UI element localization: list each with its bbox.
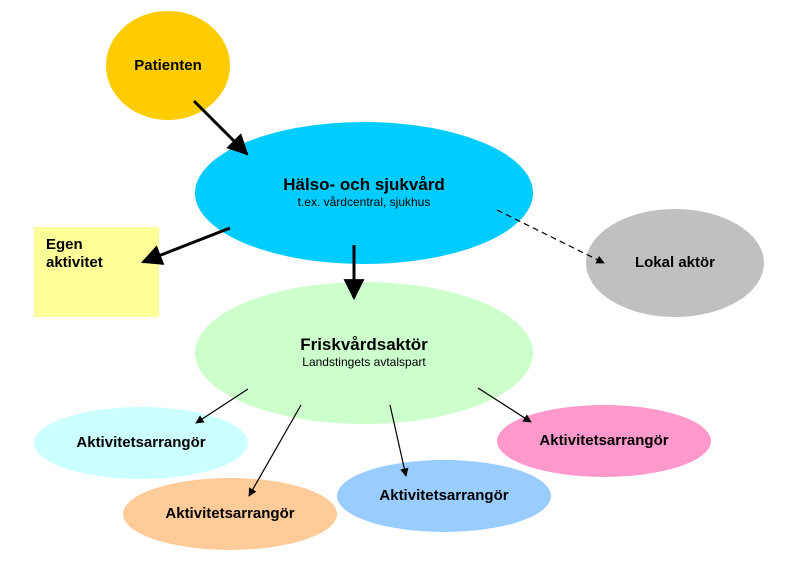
edge-frisk-to-arrangor-3 — [389, 404, 409, 477]
node-arrangor-label: Aktivitetsarrangör — [379, 487, 509, 504]
edge-frisk-to-arrangor-2 — [248, 404, 302, 497]
node-halso-subtitle: t.ex. vårdcentral, sjukhus — [297, 195, 431, 209]
node-frisk-subtitle: Landstingets avtalspart — [302, 355, 426, 369]
node-aktivitetsarrangor-1: Aktivitetsarrangör — [34, 407, 248, 479]
node-lokal-aktor: Lokal aktör — [586, 209, 764, 317]
node-egen-line2: aktivitet — [46, 254, 103, 271]
node-arrangor-label: Aktivitetsarrangör — [165, 505, 295, 522]
node-arrangor-label: Aktivitetsarrangör — [76, 434, 206, 451]
edge-halso-to-egen — [141, 226, 231, 265]
node-halso-title: Hälso- och sjukvård — [283, 175, 445, 194]
node-frisk-title: Friskvårdsaktör — [300, 335, 428, 354]
node-lokal-label: Lokal aktör — [634, 254, 716, 271]
edge-frisk-to-arrangor-4 — [477, 387, 532, 423]
edge-halso-to-lokal — [496, 209, 605, 264]
edge-frisk-to-arrangor-1 — [195, 388, 249, 424]
node-aktivitetsarrangor-4: Aktivitetsarrangör — [497, 405, 711, 477]
node-friskvardsaktor: Friskvårdsaktör Landstingets avtalspart — [195, 282, 533, 424]
node-aktivitetsarrangor-3: Aktivitetsarrangör — [337, 460, 551, 532]
node-aktivitetsarrangor-2: Aktivitetsarrangör — [123, 478, 337, 550]
node-halso-och-sjukvard: Hälso- och sjukvård t.ex. vårdcentral, s… — [195, 122, 533, 264]
node-egen-aktivitet: Egen aktivitet — [34, 227, 159, 317]
node-arrangor-label: Aktivitetsarrangör — [539, 432, 669, 449]
node-egen-line1: Egen — [46, 236, 83, 253]
node-patient: Patienten — [106, 11, 230, 120]
edge-patient-to-halso — [192, 99, 249, 156]
node-patient-label: Patienten — [134, 56, 202, 74]
